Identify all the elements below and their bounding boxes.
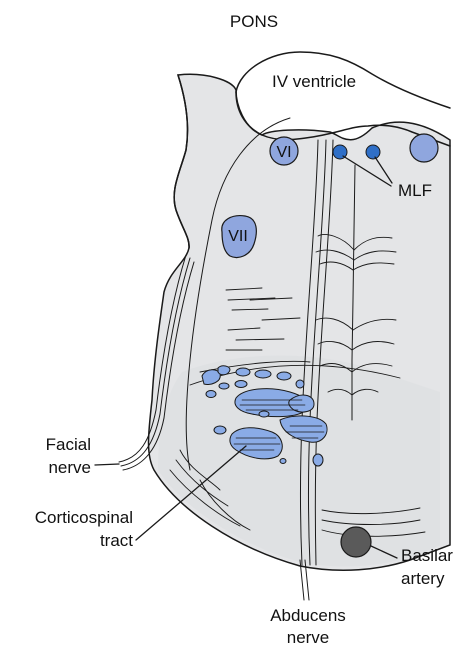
corticospinal-label-1: Corticospinal: [35, 508, 133, 527]
facial-nerve-label-2: nerve: [48, 458, 91, 477]
iv-ventricle-label: IV ventricle: [272, 72, 356, 91]
nucleus-vii-label: VII: [228, 228, 248, 245]
mlf-label: MLF: [398, 181, 432, 200]
basilar-artery: [341, 527, 371, 557]
facial-nerve-leader: [95, 464, 119, 465]
basilar-label-1: Basilar: [401, 546, 453, 565]
diagram-title: PONS: [230, 12, 278, 31]
abducens-label-2: nerve: [287, 628, 330, 647]
facial-nerve-label-1: Facial: [46, 435, 91, 454]
contralateral-nucleus-vi: [410, 134, 438, 162]
corticospinal-label-2: tract: [100, 531, 133, 550]
abducens-label-1: Abducens: [270, 606, 346, 625]
basilar-label-2: artery: [401, 569, 445, 588]
mlf-dot-right: [366, 145, 380, 159]
nucleus-vi-label: VI: [276, 144, 291, 161]
